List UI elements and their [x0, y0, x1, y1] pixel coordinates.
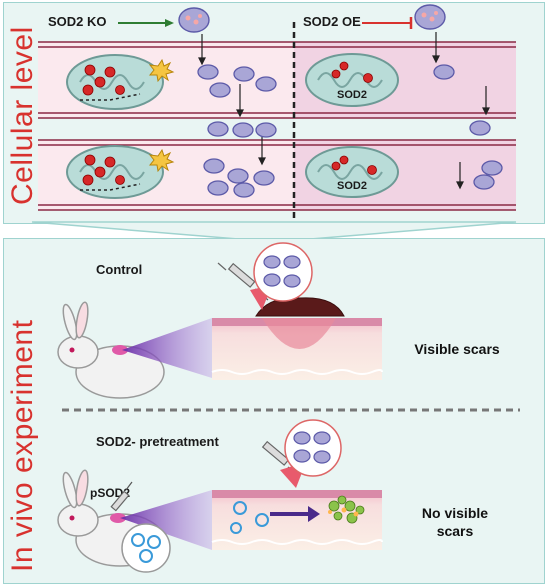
control-outcome: Visible scars: [414, 341, 500, 357]
zoom-cone-control: [122, 318, 212, 378]
control-label: Control: [96, 262, 143, 277]
vessel-diagram: [38, 4, 516, 218]
plasmid-callout: [121, 523, 171, 573]
pretreatment-outcome: No visible scars: [400, 504, 510, 540]
ros-burst-icon: [148, 58, 175, 173]
syringe-plasmid-icon: [110, 481, 133, 512]
rabbit-control-icon: [57, 301, 165, 399]
pretreatment-label: SOD2- pretreatment: [96, 434, 219, 449]
exosome-callout-pretreatment: [280, 419, 342, 488]
sod2-ko-label: SOD2 KO: [48, 14, 107, 29]
exosome-top-left: [178, 4, 446, 33]
pretreatment-outcome-line2: scars: [436, 523, 474, 539]
zoom-cone-pretreatment: [120, 490, 212, 550]
exosome-cluster: [197, 64, 503, 198]
skin-section-pretreatment: [211, 490, 383, 550]
panel-connector: [31, 221, 517, 243]
ros-molecules: [82, 61, 377, 186]
pretreatment-outcome-line1: No visible: [421, 505, 489, 521]
mitochondrion-oe-bottom: [305, 146, 399, 198]
skin-section-control: [211, 297, 383, 380]
sod2-bottom-label: SOD2: [337, 180, 367, 192]
mitochondrion-oe-top: [305, 53, 399, 107]
sod2-top-label: SOD2: [337, 89, 367, 101]
sod2-oe-label: SOD2 OE: [303, 14, 361, 29]
exosome-callout-control: [250, 242, 313, 310]
